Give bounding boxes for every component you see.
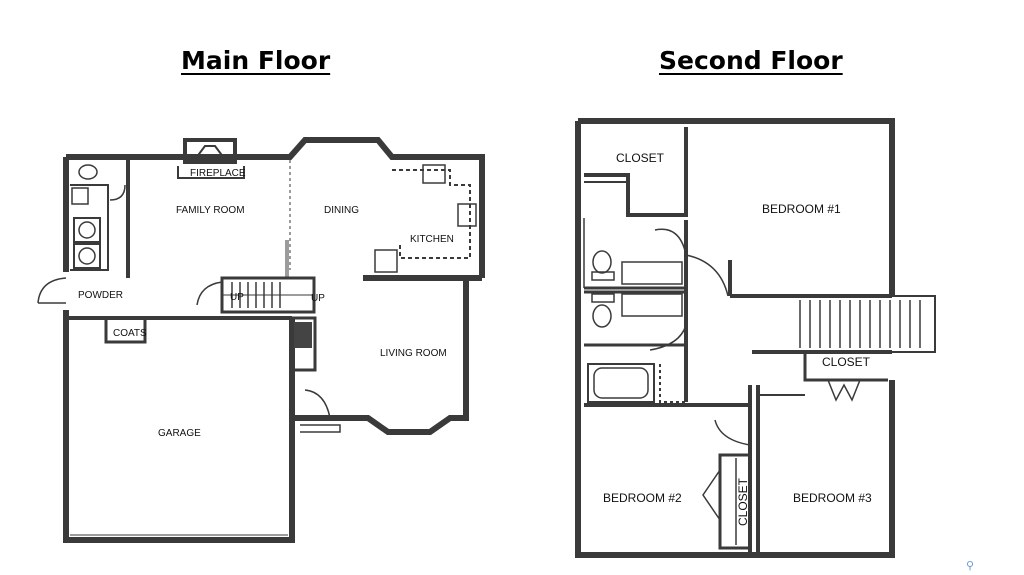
- garage-outer-wall: [63, 310, 295, 543]
- garage-label: GARAGE: [158, 428, 201, 439]
- fireplace-label: FIREPLACE: [190, 168, 246, 179]
- kitchen-label: KITCHEN: [410, 234, 454, 245]
- living-outer-wall: [289, 280, 469, 435]
- bedroom-3-label: BEDROOM #3: [793, 491, 872, 505]
- dining-label: DINING: [324, 205, 359, 216]
- powder-label: POWDER: [78, 290, 123, 301]
- second-north-wall: [578, 118, 895, 296]
- map-pin-icon: ⚲: [966, 560, 975, 572]
- stairs-up-label-2: UP: [311, 293, 325, 304]
- family-room-label: FAMILY ROOM: [176, 205, 245, 216]
- main-north-wall: [66, 137, 485, 278]
- bedroom-2-label: BEDROOM #2: [603, 491, 682, 505]
- bedroom-1-label: BEDROOM #1: [762, 202, 841, 216]
- main-floor-plan: [37, 137, 485, 543]
- stairs-up-label-1: UP: [230, 292, 244, 303]
- fireplace-box: [183, 138, 237, 164]
- living-room-label: LIVING ROOM: [380, 348, 447, 359]
- closet-right-label: CLOSET: [822, 355, 871, 369]
- main-floor-title: Main Floor: [181, 46, 331, 75]
- second-outer-wall: [575, 121, 895, 558]
- coats-label: COATS: [113, 328, 147, 339]
- second-floor-title: Second Floor: [659, 46, 843, 75]
- closet-vertical-label: CLOSET: [736, 477, 750, 526]
- second-floor-plan: [575, 118, 936, 558]
- closet-top-label: CLOSET: [616, 151, 665, 165]
- fireplace-hearth: [177, 166, 245, 179]
